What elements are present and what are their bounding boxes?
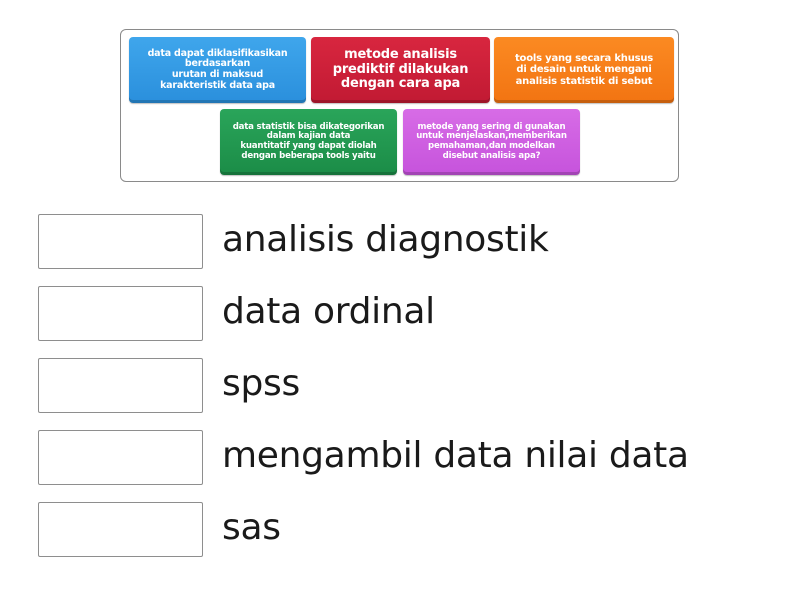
draggable-tile-3[interactable]: tools yang secara khusus di desain untuk…: [494, 37, 674, 103]
tile-text: data dapat diklasifikasikan berdasarkan …: [147, 47, 288, 91]
draggable-tile-4[interactable]: data statistik bisa dikategorikan dalam …: [220, 109, 397, 175]
answer-label: spss: [222, 363, 300, 404]
answer-row: data ordinal: [38, 286, 798, 342]
answer-row: spss: [38, 358, 798, 414]
drop-slot[interactable]: [38, 358, 203, 413]
draggable-tile-5[interactable]: metode yang sering di gunakan untuk menj…: [403, 109, 580, 175]
drop-slot[interactable]: [38, 430, 203, 485]
draggable-tile-1[interactable]: data dapat diklasifikasikan berdasarkan …: [129, 37, 306, 103]
drop-slot[interactable]: [38, 286, 203, 341]
tile-text: data statistik bisa dikategorikan dalam …: [232, 121, 385, 161]
tile-text: metode analisis prediktif dilakukan deng…: [332, 47, 469, 92]
drop-slot[interactable]: [38, 502, 203, 557]
tile-text: tools yang secara khusus di desain untuk…: [514, 53, 654, 87]
tile-bank: data dapat diklasifikasikan berdasarkan …: [120, 29, 679, 182]
answer-row: mengambil data nilai data: [38, 430, 798, 486]
tile-text: metode yang sering di gunakan untuk menj…: [416, 121, 567, 161]
answer-label: data ordinal: [222, 291, 435, 332]
answer-label: sas: [222, 507, 281, 548]
answer-label: mengambil data nilai data: [222, 435, 689, 476]
answer-row: sas: [38, 502, 798, 558]
drop-slot[interactable]: [38, 214, 203, 269]
draggable-tile-2[interactable]: metode analisis prediktif dilakukan deng…: [311, 37, 490, 103]
answer-row: analisis diagnostik: [38, 214, 798, 270]
answer-label: analisis diagnostik: [222, 219, 549, 260]
